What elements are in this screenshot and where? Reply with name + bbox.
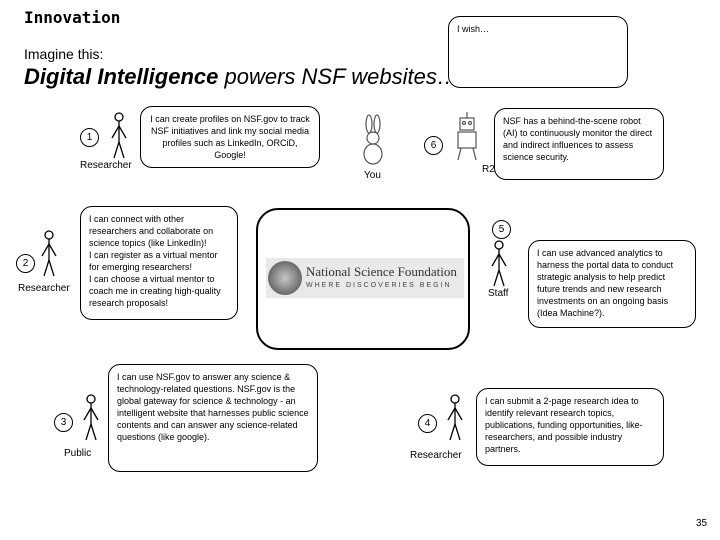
role-label: Staff <box>488 288 509 299</box>
person-icon <box>41 230 57 277</box>
headline-bold: Digital Intelligence <box>24 64 219 89</box>
speech-bubble-2: I can connect with other researchers and… <box>80 206 238 320</box>
bubble-text: I can create profiles on NSF.gov to trac… <box>150 114 310 160</box>
number-1: 1 <box>80 128 99 147</box>
headline: Digital Intelligence powers NSF websites… <box>24 64 459 90</box>
role-label: Researcher <box>410 450 462 461</box>
speech-bubble-3: I can use NSF.gov to answer any science … <box>108 364 318 472</box>
headline-rest: powers NSF websites… <box>218 64 459 89</box>
person-icon <box>447 394 463 441</box>
person-icon <box>83 394 99 441</box>
nsf-logo: National Science Foundation WHERE DISCOV… <box>266 258 464 298</box>
number-6: 6 <box>424 136 443 155</box>
bubble-text: I can use NSF.gov to answer any science … <box>117 372 309 442</box>
bubble-text: I can connect with other researchers and… <box>89 214 221 308</box>
bubble-text: I can submit a 2-page research idea to i… <box>485 396 643 454</box>
nsf-name: National Science Foundation <box>306 264 457 279</box>
slide-title: Innovation <box>24 8 121 27</box>
number-3: 3 <box>54 413 73 432</box>
number-2: 2 <box>16 254 35 273</box>
number-4: 4 <box>418 414 437 433</box>
nsf-website-screen: National Science Foundation WHERE DISCOV… <box>256 208 470 350</box>
wish-text: I wish… <box>457 24 490 34</box>
page-number: 35 <box>696 518 708 529</box>
rabbit-icon <box>363 114 383 165</box>
speech-bubble-1: I can create profiles on NSF.gov to trac… <box>140 106 320 168</box>
imagine-label: Imagine this: <box>24 46 104 62</box>
person-icon <box>111 112 127 159</box>
number-5: 5 <box>492 220 511 239</box>
role-label: Researcher <box>18 283 70 294</box>
bubble-text: I can use advanced analytics to harness … <box>537 248 674 318</box>
person-icon <box>491 240 507 287</box>
nsf-seal-icon <box>268 261 302 295</box>
speech-bubble-4: I can submit a 2-page research idea to i… <box>476 388 664 466</box>
bubble-text: NSF has a behind-the-scene robot (AI) to… <box>503 116 653 162</box>
speech-bubble-6: NSF has a behind-the-scene robot (AI) to… <box>494 108 664 180</box>
role-label: Researcher <box>80 160 132 171</box>
you-label: You <box>364 170 381 181</box>
nsf-tagline: WHERE DISCOVERIES BEGIN <box>306 282 452 289</box>
wish-bubble: I wish… <box>448 16 628 88</box>
speech-bubble-5: I can use advanced analytics to harness … <box>528 240 696 328</box>
role-label: Public <box>64 448 92 459</box>
robot-icon <box>457 112 477 161</box>
